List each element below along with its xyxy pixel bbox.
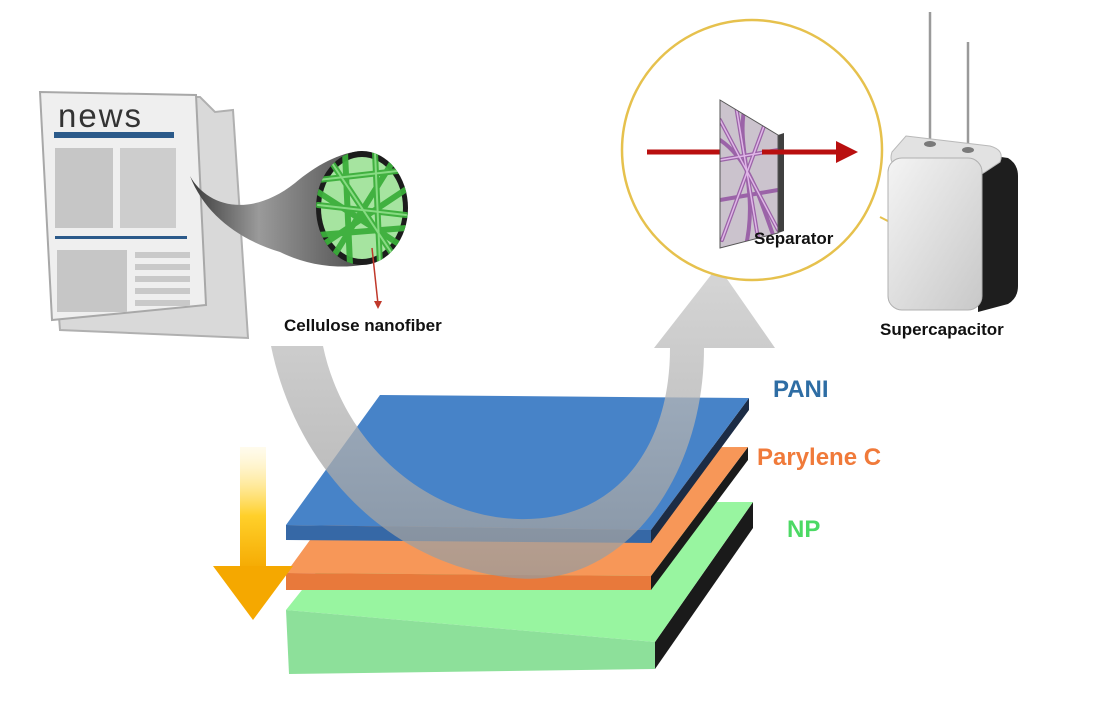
cellulose-fibers [316, 151, 408, 265]
newspaper-masthead: news [58, 97, 143, 134]
down-arrow-icon [213, 447, 293, 620]
text-lines [135, 252, 190, 306]
news-block [57, 250, 127, 312]
np-label: NP [787, 516, 821, 543]
supercapacitor-icon [887, 12, 1018, 312]
pointer-arrowhead [374, 301, 382, 309]
news-rule [55, 236, 187, 239]
pointer-line [371, 247, 379, 305]
cellulose-nanofiber-label: Cellulose nanofiber [284, 316, 442, 335]
pani-label: PANI [773, 376, 829, 403]
newspaper-icon: news [38, 90, 250, 340]
news-block [55, 148, 113, 228]
process-arrow [271, 266, 775, 579]
news-block [120, 148, 176, 228]
separator-label: Separator [754, 229, 834, 248]
separator-membrane [719, 99, 784, 249]
separator-zoom-circle [620, 18, 884, 282]
zoom-tube-icon [190, 151, 408, 309]
ion-arrowhead [836, 141, 858, 163]
parylene-c-label: Parylene C [757, 444, 882, 471]
masthead-rule [54, 132, 174, 138]
supercapacitor-label: Supercapacitor [880, 320, 1004, 339]
